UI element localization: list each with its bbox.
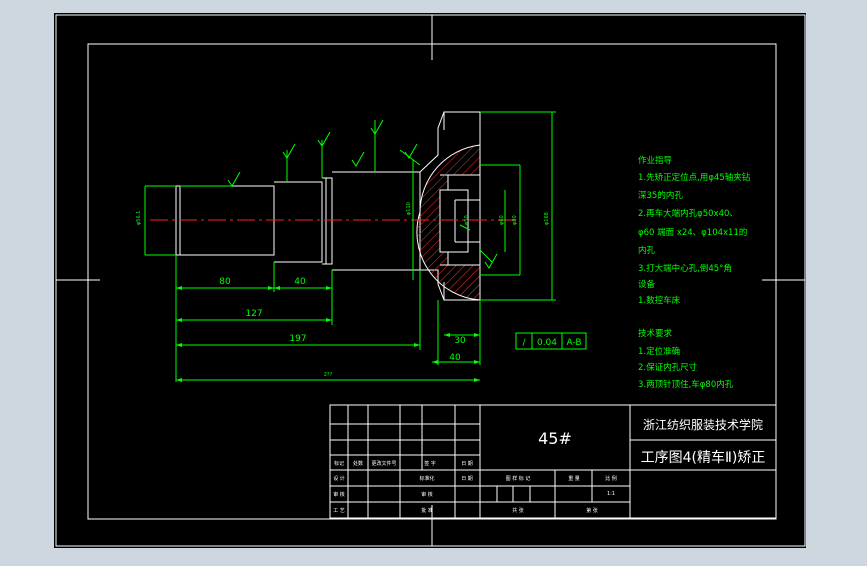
work-line: 2.再车大端内孔φ50x40、 xyxy=(638,208,738,219)
title-block-text: 45# 浙江纺织服装技术学院 工序图4(精车Ⅱ)矫正 标记 处数 更改文件号 签… xyxy=(333,417,765,514)
work-line: 1.先矫正定位点,用φ45轴夹钻 xyxy=(638,172,751,183)
title-block xyxy=(329,404,777,519)
tb-sheet-of: 第 张 xyxy=(586,507,598,514)
tb-checker: 审 核 xyxy=(333,491,345,498)
tolerance-value: 0.04 xyxy=(537,338,557,348)
tech-line: 1.定位准确 xyxy=(638,346,680,357)
school-name: 浙江纺织服装技术学院 xyxy=(643,417,763,432)
svg-text:φ60: φ60 xyxy=(499,215,505,225)
tb-designer: 设 计 xyxy=(333,475,345,482)
tb-scale-value: 1:1 xyxy=(607,491,615,497)
tolerance-frame: / 0.04 A-B xyxy=(515,332,587,350)
tb-scale: 比 例 xyxy=(605,475,617,482)
tb-process: 工 艺 xyxy=(333,508,345,514)
tolerance-symbol: / xyxy=(522,338,526,348)
tb-weight: 重 量 xyxy=(568,475,580,482)
tb-approve: 批 准 xyxy=(421,507,433,514)
tb-date: 日 期 xyxy=(461,476,473,482)
dimension-lines xyxy=(144,111,556,382)
dim-80: 80 xyxy=(219,277,231,287)
work-line: φ60 端面 x24、φ104x11的 xyxy=(638,227,747,238)
tech-title: 技术要求 xyxy=(638,328,673,339)
tb-label: 签 字 xyxy=(424,460,436,467)
tech-line: 3.两顶针顶住,车φ80内孔 xyxy=(638,379,734,390)
dim-197: 197 xyxy=(289,334,306,344)
tb-standard: 标准化 xyxy=(419,475,434,482)
drawing-name: 工序图4(精车Ⅱ)矫正 xyxy=(641,449,766,466)
dim-40: 40 xyxy=(294,277,306,287)
svg-text:φ50: φ50 xyxy=(464,215,470,225)
tb-label: 处数 xyxy=(353,460,363,467)
tech-line: 2.保证内孔尺寸 xyxy=(638,362,698,373)
dim-30: 30 xyxy=(454,336,466,346)
work-line: 内孔 xyxy=(638,245,656,256)
svg-text:φ110: φ110 xyxy=(406,202,412,215)
dim-127: 127 xyxy=(245,309,262,319)
dimension-arrows xyxy=(176,286,480,382)
roughness-symbols xyxy=(227,119,498,269)
dim-total: 2?? xyxy=(324,372,333,378)
work-line: 3.打大端中心孔,倒45°角 xyxy=(638,263,732,274)
dim-40b: 40 xyxy=(449,353,461,363)
dimension-values: 80 40 127 197 2?? 30 40 xyxy=(219,277,466,378)
process-notes: 作业指导 1.先矫正定位点,用φ45轴夹钻 深35的内孔 2.再车大端内孔φ50… xyxy=(638,155,751,390)
tb-sheets: 共 张 xyxy=(512,507,524,514)
svg-text:φ56.1: φ56.1 xyxy=(136,211,142,225)
work-line: 1.数控车床 xyxy=(638,295,681,306)
material: 45# xyxy=(538,429,572,448)
svg-text:φ168: φ168 xyxy=(544,212,550,225)
work-line: 深35的内孔 xyxy=(638,190,683,201)
tolerance-datum: A-B xyxy=(566,338,581,348)
work-title: 作业指导 xyxy=(638,155,673,166)
section-hatch xyxy=(416,144,481,301)
tb-label: 标记 xyxy=(334,460,344,467)
tb-stage: 图 样 标 记 xyxy=(506,475,531,482)
tb-label: 更改文件号 xyxy=(371,460,396,467)
model-space xyxy=(54,13,806,548)
work-line: 设备 xyxy=(638,279,656,290)
svg-text:φ80: φ80 xyxy=(512,215,518,225)
tb-label: 日 期 xyxy=(461,461,473,467)
diameter-labels: φ56.1 φ110 φ80 φ168 φ60 φ50 xyxy=(136,202,550,225)
centering-marks xyxy=(56,15,805,546)
tb-reviewer: 审 核 xyxy=(421,491,433,498)
